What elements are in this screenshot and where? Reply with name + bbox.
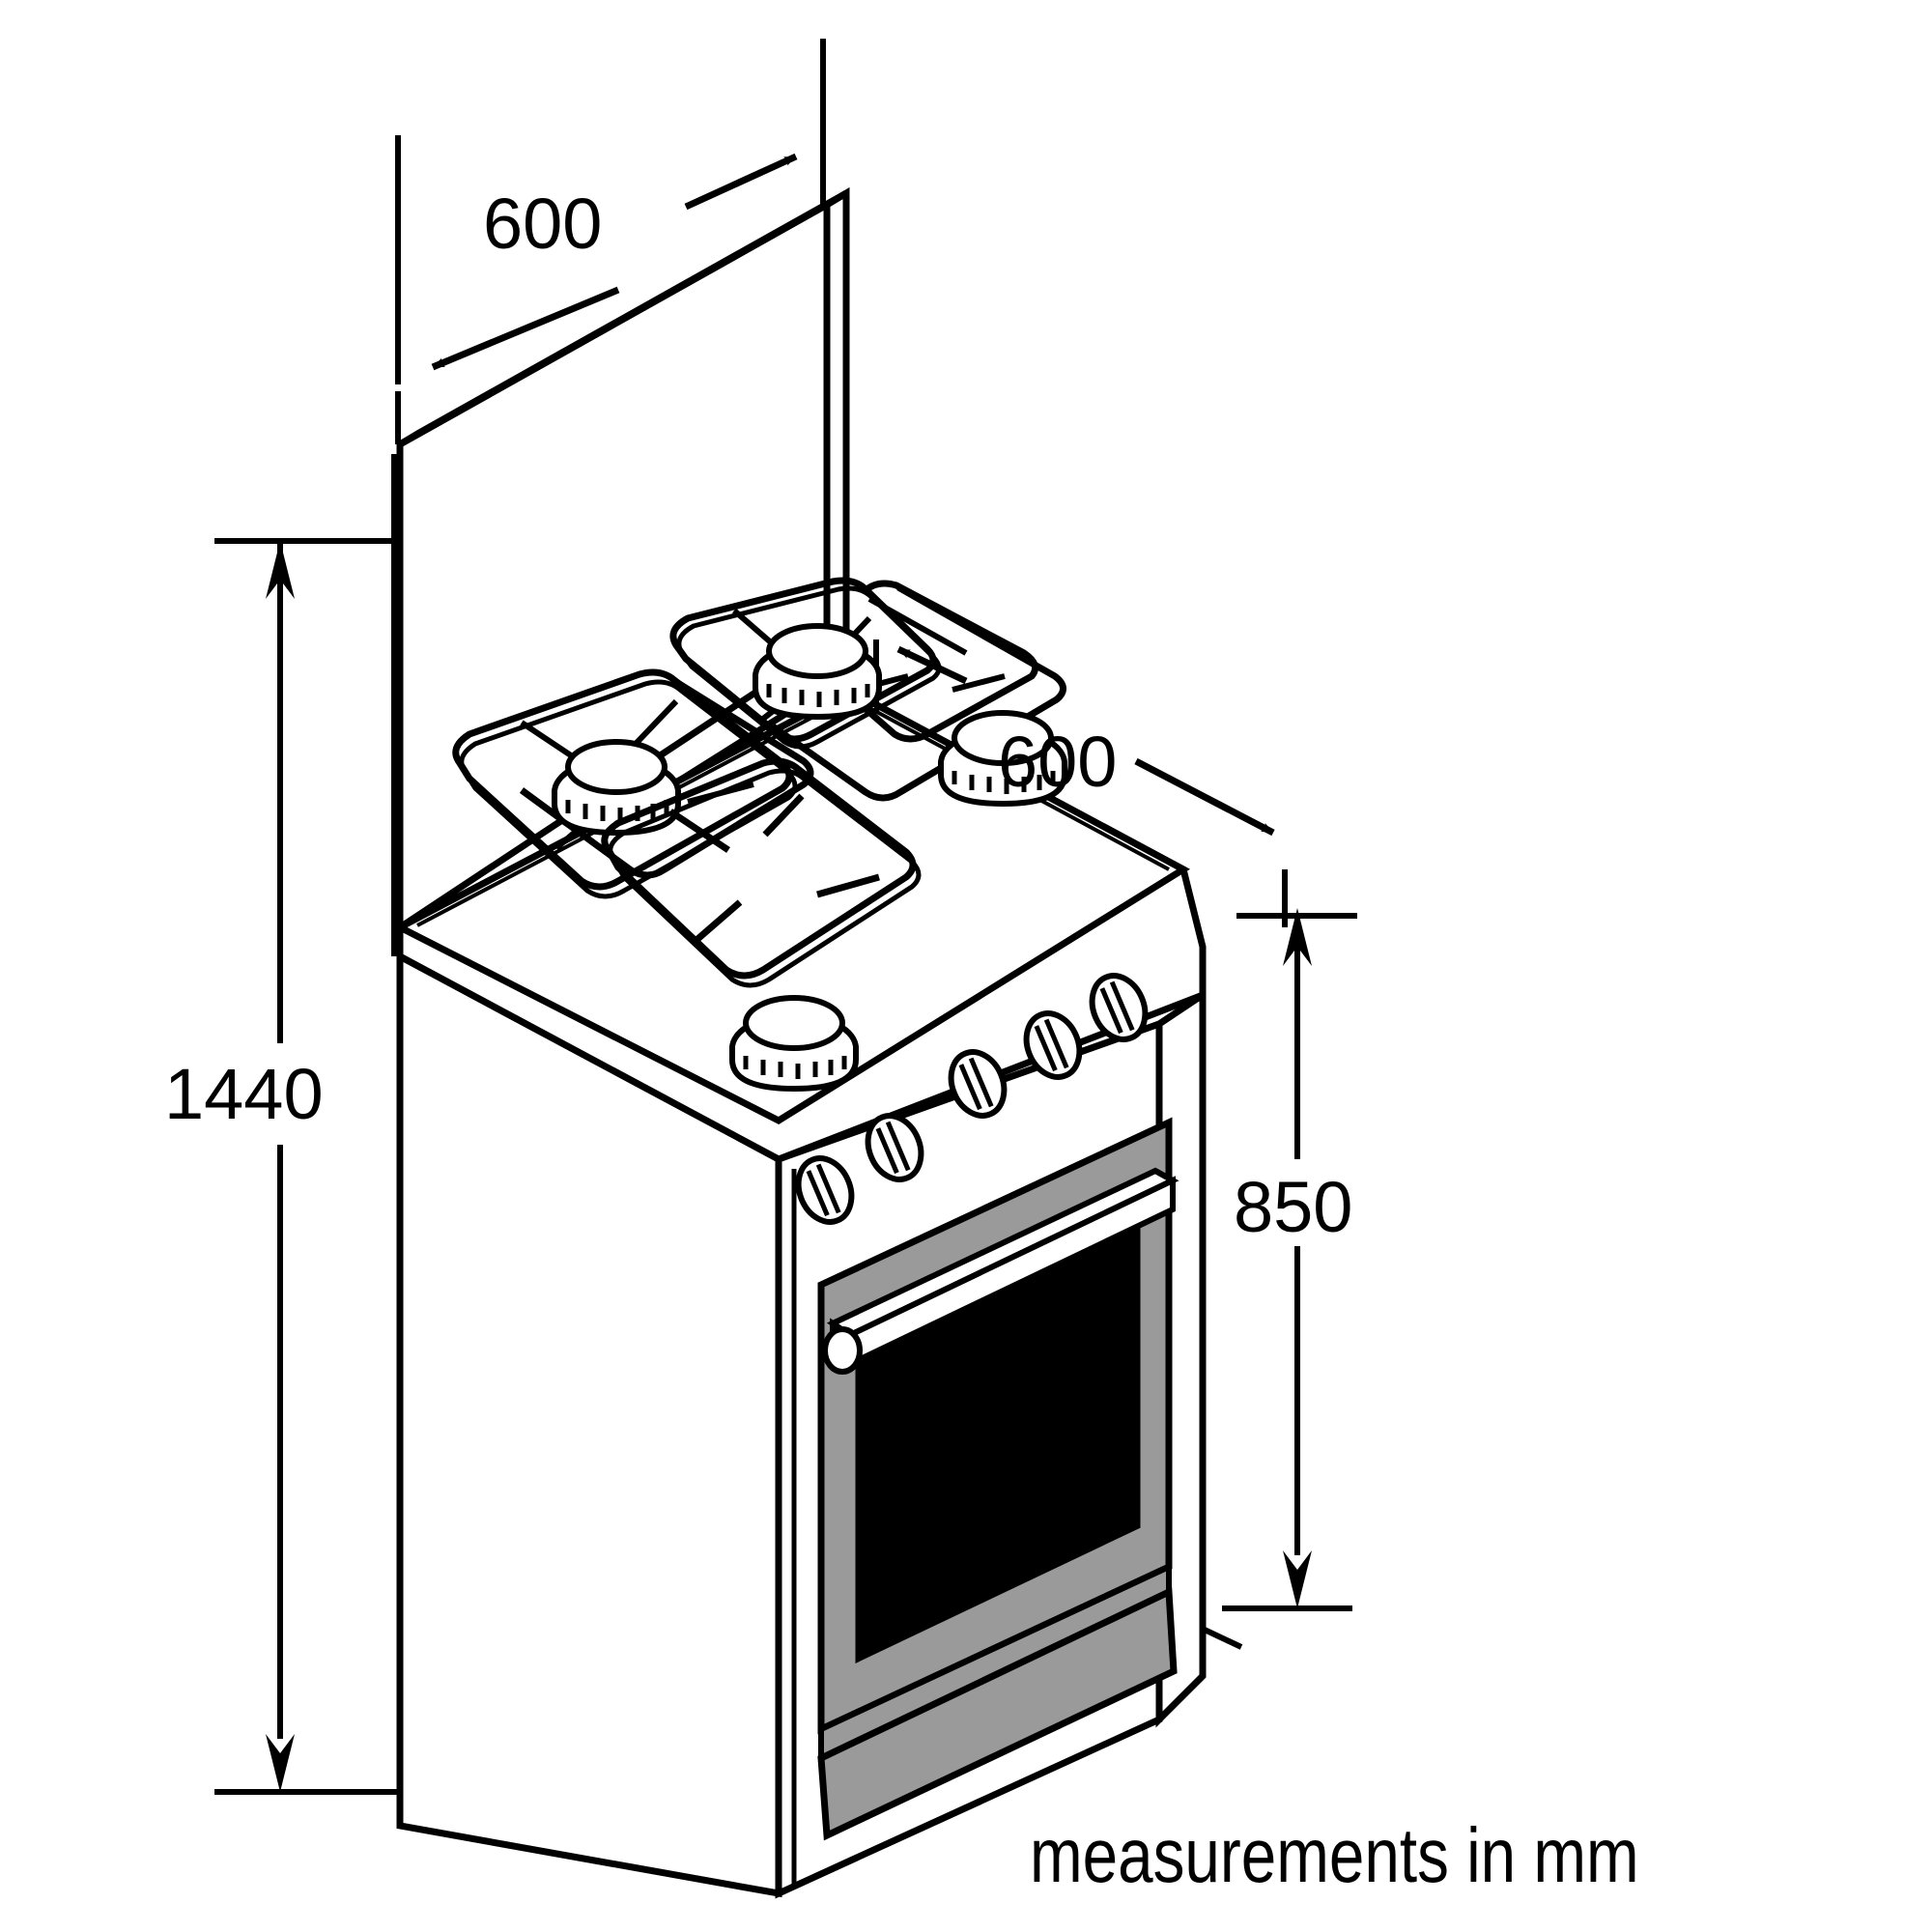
control-knob-3[interactable] xyxy=(942,1044,1013,1124)
extension-line-appliance-bottom xyxy=(1188,1605,1352,1650)
control-knob-2[interactable] xyxy=(1017,1006,1089,1086)
dimension-label-depth: 600 xyxy=(998,722,1118,802)
dimension-line-total-height xyxy=(266,541,295,1792)
control-knob-1[interactable] xyxy=(1083,968,1154,1048)
dimension-label-total-height: 1440 xyxy=(164,1054,324,1134)
dimension-label-width: 600 xyxy=(483,184,603,264)
dimension-line-appliance-height xyxy=(1283,908,1312,1608)
control-knob-5[interactable] xyxy=(789,1151,861,1231)
grate-front-mid xyxy=(519,679,814,879)
handle-right-mount xyxy=(1153,1168,1175,1183)
handle-knob-left xyxy=(822,1326,863,1375)
oven-door-handle[interactable] xyxy=(822,1167,1179,1375)
control-knob-4[interactable] xyxy=(859,1108,930,1188)
body-corner-detail xyxy=(397,956,797,1893)
grate-front-centre xyxy=(601,757,922,988)
burner-right xyxy=(938,710,1067,808)
dimension-arrow-width-right xyxy=(684,153,798,211)
control-knobs xyxy=(789,968,1154,1231)
burner-front xyxy=(729,995,859,1093)
dimension-arrow-depth-right xyxy=(1134,757,1275,837)
dimension-arrow-width-left xyxy=(431,286,620,371)
measurement-units-caption: measurements in mm xyxy=(1030,1812,1639,1898)
oven-bottom-drawer[interactable] xyxy=(817,1586,1178,1841)
dimension-label-appliance-height: 850 xyxy=(1234,1167,1353,1247)
burner-rear xyxy=(753,623,882,721)
